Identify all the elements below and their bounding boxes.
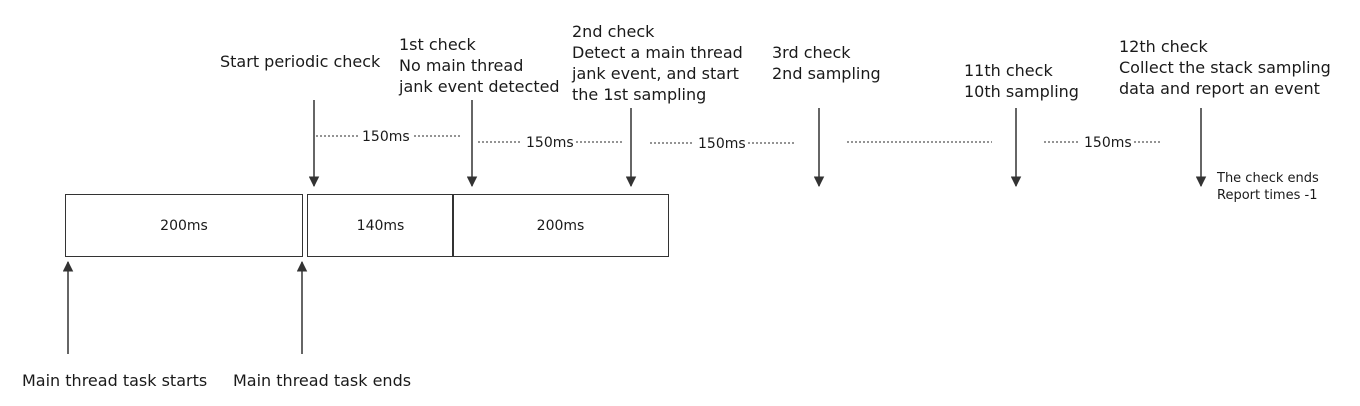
check1-label: 1st check No main thread jank event dete… xyxy=(399,34,560,97)
label-line: 11th check xyxy=(964,61,1053,80)
label-line: the 1st sampling xyxy=(572,85,707,104)
task-box-2: 140ms xyxy=(307,194,454,257)
check12-label: 12th check Collect the stack sampling da… xyxy=(1119,36,1331,99)
task-start-label: Main thread task starts xyxy=(22,371,208,390)
interval-label: 150ms xyxy=(362,129,410,145)
end-note-line: The check ends xyxy=(1217,171,1319,186)
label-line: 3rd check xyxy=(772,43,851,62)
interval-label: 150ms xyxy=(1084,135,1132,151)
check11-label: 11th check 10th sampling xyxy=(964,60,1079,102)
label-line: No main thread xyxy=(399,56,524,75)
task-box-3: 200ms xyxy=(452,194,669,257)
label-line: jank event, and start xyxy=(572,64,739,83)
task-box-1: 200ms xyxy=(65,194,303,257)
label-line: jank event detected xyxy=(399,77,560,96)
label-line: 2nd check xyxy=(572,22,655,41)
label-line: data and report an event xyxy=(1119,79,1320,98)
label-line: 12th check xyxy=(1119,37,1208,56)
task-duration: 140ms xyxy=(356,217,405,234)
task-duration: 200ms xyxy=(160,217,208,234)
end-note-line: Report times -1 xyxy=(1217,188,1318,203)
label-line: Start periodic check xyxy=(220,52,381,71)
interval-label: 150ms xyxy=(526,135,574,151)
label-line: Detect a main thread xyxy=(572,43,743,62)
check-end-note: The check ends Report times -1 xyxy=(1217,170,1319,204)
check3-label: 3rd check 2nd sampling xyxy=(772,42,881,84)
label-line: 10th sampling xyxy=(964,82,1079,101)
interval-label: 150ms xyxy=(698,136,746,152)
start-check-label: Start periodic check xyxy=(220,51,380,72)
task-end-label: Main thread task ends xyxy=(233,371,412,390)
label-line: Collect the stack sampling xyxy=(1119,58,1331,77)
task-duration: 200ms xyxy=(536,217,585,234)
check2-label: 2nd check Detect a main thread jank even… xyxy=(572,21,743,105)
label-line: 2nd sampling xyxy=(772,64,881,83)
label-line: 1st check xyxy=(399,35,476,54)
